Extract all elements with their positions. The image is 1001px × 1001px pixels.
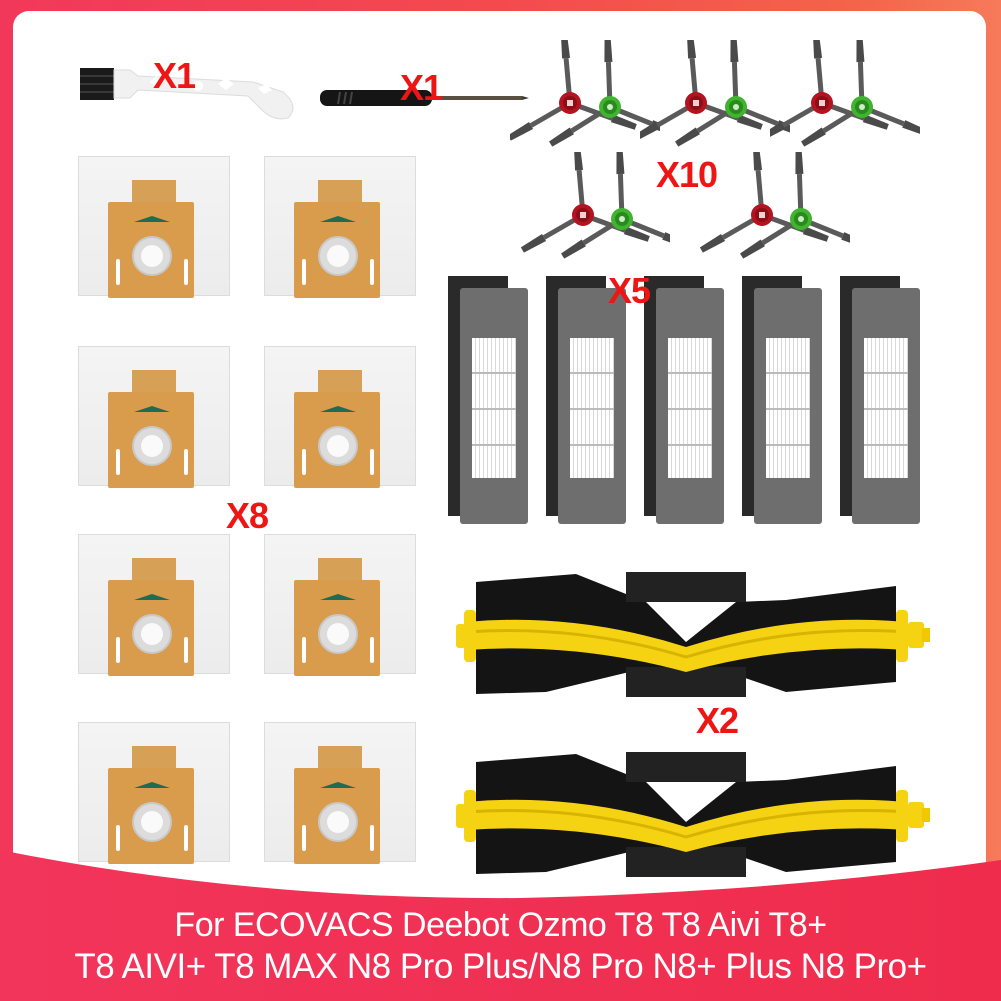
product-title-line1: For ECOVACS Deebot Ozmo T8 T8 Aivi T8+: [174, 906, 827, 944]
bag-inlet: [318, 426, 358, 466]
cleaning-brush-icon: [80, 68, 294, 120]
arrow-marker-icon: [320, 216, 356, 222]
product-title-line2: T8 AIVI+ T8 MAX N8 Pro Plus/N8 Pro N8+ P…: [74, 947, 927, 986]
bag-tab: [132, 746, 176, 770]
bag-slot: [302, 449, 306, 475]
bag-slot: [370, 825, 374, 851]
bag-slot: [302, 637, 306, 663]
hepa-filter-2: [546, 276, 640, 526]
main-roller-brush-icon: [454, 570, 932, 699]
hepa-mesh: [668, 338, 712, 478]
bag-inlet: [132, 236, 172, 276]
dust-bag-6: [256, 524, 420, 676]
screwdriver-tool: [320, 86, 530, 110]
bag-slot: [370, 637, 374, 663]
bag-inlet: [132, 614, 172, 654]
dust-bag-4: [256, 336, 420, 488]
side-brush-icon: [700, 152, 850, 262]
dust-bag-3: [70, 336, 234, 488]
bag-inlet: [132, 802, 172, 842]
bag-slot: [116, 259, 120, 285]
dust-bag-8: [256, 712, 420, 864]
filter-quantity: X5: [608, 270, 651, 311]
curved-band-shape: [0, 850, 1001, 1001]
hepa-mesh: [864, 338, 908, 478]
arrow-marker-icon: [134, 406, 170, 412]
screwdriver-quantity: X1: [400, 67, 443, 108]
arrow-marker-icon: [134, 594, 170, 600]
dust-bag-5: [70, 524, 234, 676]
bag-inlet: [318, 614, 358, 654]
bag-tab: [318, 370, 362, 394]
caption-band: [0, 820, 1001, 1001]
bag-tab: [132, 370, 176, 394]
bag-slot: [302, 825, 306, 851]
dust-bag-2: [256, 146, 420, 298]
bag-tab: [318, 746, 362, 770]
dust-bag-1: [70, 146, 234, 298]
hepa-filter-4: [742, 276, 836, 526]
arrow-marker-icon: [134, 782, 170, 788]
main-brush-1: [454, 570, 932, 702]
side-brush-pair-5: [700, 152, 850, 262]
bag-inlet: [318, 236, 358, 276]
bag-inlet: [132, 426, 172, 466]
bag-tab: [132, 558, 176, 582]
bag-tab: [132, 180, 176, 204]
side-brush-pair-3: [770, 40, 920, 150]
bag-slot: [184, 259, 188, 285]
side-brush-quantity: X10: [656, 154, 718, 195]
bag-inlet: [318, 802, 358, 842]
dust-bag-quantity: X8: [226, 495, 269, 536]
cleaning-brush-tool: [78, 62, 303, 122]
brush-quantity: X1: [153, 55, 196, 96]
side-brush-icon: [520, 152, 670, 262]
side-brush-pair-2: [640, 40, 790, 150]
bag-slot: [302, 259, 306, 285]
bag-slot: [116, 637, 120, 663]
bag-slot: [370, 259, 374, 285]
bag-slot: [116, 825, 120, 851]
side-brush-pair-4: [520, 152, 670, 262]
bag-tab: [318, 558, 362, 582]
screwdriver-icon: [320, 90, 529, 106]
arrow-marker-icon: [320, 406, 356, 412]
bag-tab: [318, 180, 362, 204]
bag-slot: [370, 449, 374, 475]
side-brush-pair-1: [510, 40, 660, 150]
bag-slot: [184, 637, 188, 663]
hepa-filter-3: [644, 276, 738, 526]
hepa-mesh: [570, 338, 614, 478]
bag-slot: [184, 825, 188, 851]
side-brush-icon: [640, 40, 790, 150]
arrow-marker-icon: [320, 782, 356, 788]
hepa-mesh: [766, 338, 810, 478]
side-brush-icon: [510, 40, 660, 150]
arrow-marker-icon: [320, 594, 356, 600]
arrow-marker-icon: [134, 216, 170, 222]
main-brush-quantity: X2: [696, 700, 739, 741]
hepa-mesh: [472, 338, 516, 478]
dust-bag-7: [70, 712, 234, 864]
hepa-filter-5: [840, 276, 934, 526]
hepa-filter-1: [448, 276, 542, 526]
bag-slot: [184, 449, 188, 475]
side-brush-icon: [770, 40, 920, 150]
bag-slot: [116, 449, 120, 475]
